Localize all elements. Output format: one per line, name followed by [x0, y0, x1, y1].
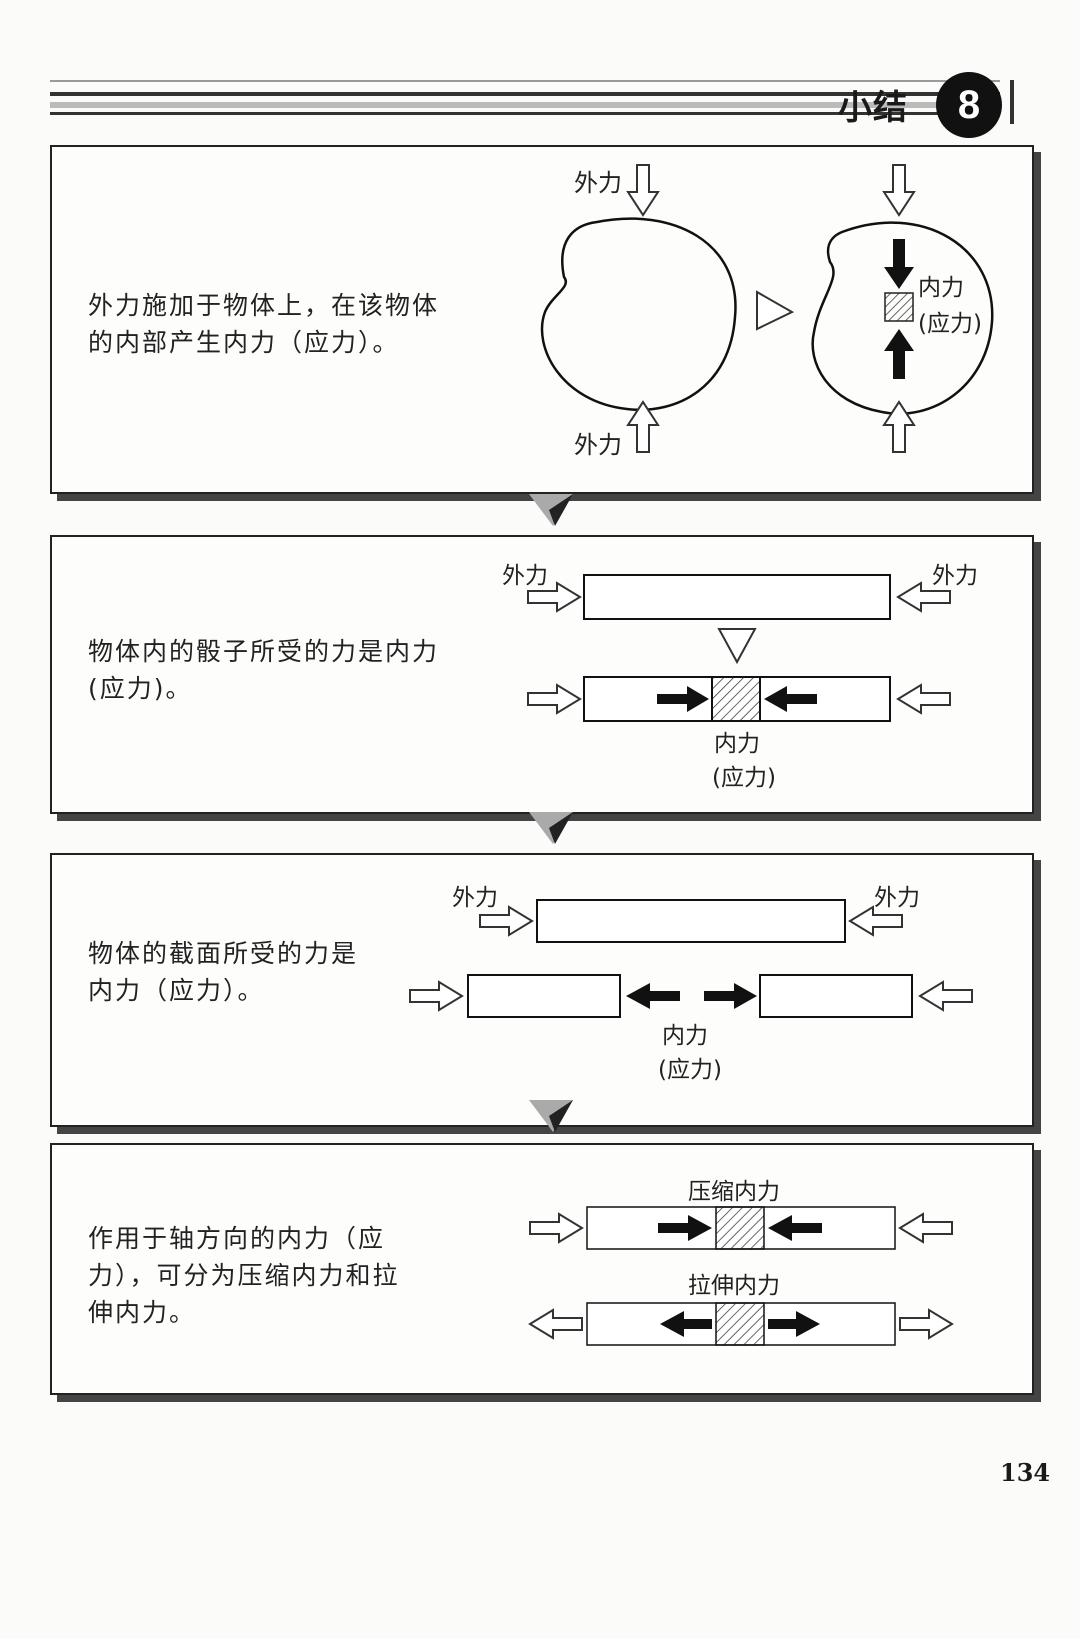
triangle-down-icon [717, 628, 757, 665]
flow-down-arrow-icon [529, 1100, 573, 1132]
arrow-left-icon [898, 1212, 953, 1244]
chapter-header: 小结 8 [0, 0, 1080, 140]
label-external-force-left: 外力 [502, 563, 548, 589]
bar-top [536, 899, 846, 943]
tension-arrow-left-icon [660, 1311, 712, 1337]
compression-arrow-right-icon [658, 1215, 712, 1241]
panel-1-text-line-1: 外力施加于物体上，在该物体 [88, 291, 440, 320]
internal-arrow-down-icon [884, 239, 914, 289]
panel-2-diagram: 外力 外力 内力 (应力) [502, 563, 978, 791]
page-number: 134 [1000, 1458, 1051, 1487]
panel-3-text-line-1: 物体的截面所受的力是 [88, 939, 359, 968]
panel-cross-section-force: 物体的截面所受的力是 内力（应力）。 外力 外力 内力 (应力) [50, 853, 1034, 1127]
hatched-element [711, 676, 761, 722]
hatched-element [715, 1302, 765, 1346]
bar-top [583, 574, 891, 620]
internal-arrow-right-icon [704, 983, 757, 1009]
arrow-left-icon [848, 905, 903, 937]
panel-4-text-line-2: 力），可分为压缩内力和拉 [88, 1261, 400, 1290]
panel-external-force-object: 外力施加于物体上，在该物体 的内部产生内力（应力）。 外力 外力 内力 (应力) [50, 145, 1034, 494]
label-external-force-left: 外力 [452, 885, 498, 911]
internal-arrow-left-icon [626, 983, 680, 1009]
hatched-element [884, 292, 914, 322]
arrow-up-icon [626, 400, 660, 453]
label-external-force-bottom: 外力 [574, 431, 622, 459]
arrow-left-icon [918, 980, 973, 1012]
panel-1-text: 外力施加于物体上，在该物体 的内部产生内力（应力）。 [88, 287, 439, 361]
panel-internal-die-force: 物体内的骰子所受的力是内力 (应力)。 外力 外力 内力 (应力) [50, 535, 1034, 814]
arrow-right-icon [409, 980, 464, 1012]
panel-2-text-line-2: (应力)。 [88, 674, 193, 703]
label-internal-force: 内力 [918, 275, 964, 301]
chapter-badge: 8 [936, 72, 1002, 138]
label-external-force-right: 外力 [932, 563, 978, 589]
section-left [467, 974, 621, 1018]
arrow-left-icon [896, 683, 951, 715]
panel-axial-internal-force: 作用于轴方向的内力（应 力），可分为压缩内力和拉 伸内力。 压缩内力 拉伸内力 [50, 1143, 1034, 1395]
arrow-up-icon [882, 400, 916, 453]
panel-2-text-line-1: 物体内的骰子所受的力是内力 [88, 637, 440, 666]
arrow-down-icon [626, 164, 660, 217]
label-tension-force: 拉伸内力 [688, 1273, 780, 1299]
hatched-element [715, 1206, 765, 1250]
label-external-force-right: 外力 [874, 885, 920, 911]
arrow-right-icon [527, 581, 582, 613]
arrow-left-icon [896, 581, 951, 613]
object-blob-right [811, 221, 994, 415]
panel-3-text: 物体的截面所受的力是 内力（应力）。 [88, 935, 358, 1009]
compression-arrow-left-icon [768, 1215, 822, 1241]
label-internal-force-stress: (应力) [658, 1057, 722, 1083]
label-internal-force: 内力 [714, 731, 760, 757]
panel-4-diagram: 压缩内力 拉伸内力 [528, 1179, 954, 1346]
arrow-right-icon [527, 683, 582, 715]
label-external-force-top: 外力 [574, 169, 622, 197]
internal-arrow-up-icon [884, 329, 914, 379]
tension-arrow-right-icon [768, 1311, 820, 1337]
section-right [759, 974, 913, 1018]
internal-arrow-left-icon [764, 686, 817, 712]
flow-down-arrow-icon [529, 812, 573, 844]
label-internal-force-stress: (应力) [712, 765, 776, 791]
panel-4-text-line-3: 伸内力。 [88, 1298, 197, 1327]
panel-3-diagram: 外力 外力 内力 (应力) [409, 885, 973, 1083]
arrow-right-icon [529, 1212, 584, 1244]
page-title: 小结 [838, 88, 908, 128]
panel-1-text-line-2: 的内部产生内力（应力）。 [88, 328, 400, 357]
object-blob-left [540, 217, 737, 412]
label-compression-force: 压缩内力 [688, 1179, 780, 1205]
triangle-right-icon [756, 290, 795, 331]
arrow-left-icon [528, 1308, 583, 1340]
panel-4-text: 作用于轴方向的内力（应 力），可分为压缩内力和拉 伸内力。 [88, 1220, 400, 1331]
panel-4-text-line-1: 作用于轴方向的内力（应 [88, 1224, 386, 1253]
arrow-right-icon [479, 905, 534, 937]
label-internal-force-stress: (应力) [918, 311, 982, 337]
panel-2-text: 物体内的骰子所受的力是内力 (应力)。 [88, 633, 439, 707]
flow-down-arrow-icon [529, 494, 573, 526]
header-rule-lines [50, 80, 1014, 124]
panel-1-diagram: 外力 外力 内力 (应力) [540, 164, 994, 459]
label-internal-force: 内力 [662, 1023, 708, 1049]
arrow-down-icon [882, 164, 916, 217]
arrow-right-icon [899, 1308, 954, 1340]
panel-3-text-line-2: 内力（应力）。 [88, 976, 265, 1005]
internal-arrow-right-icon [657, 686, 709, 712]
